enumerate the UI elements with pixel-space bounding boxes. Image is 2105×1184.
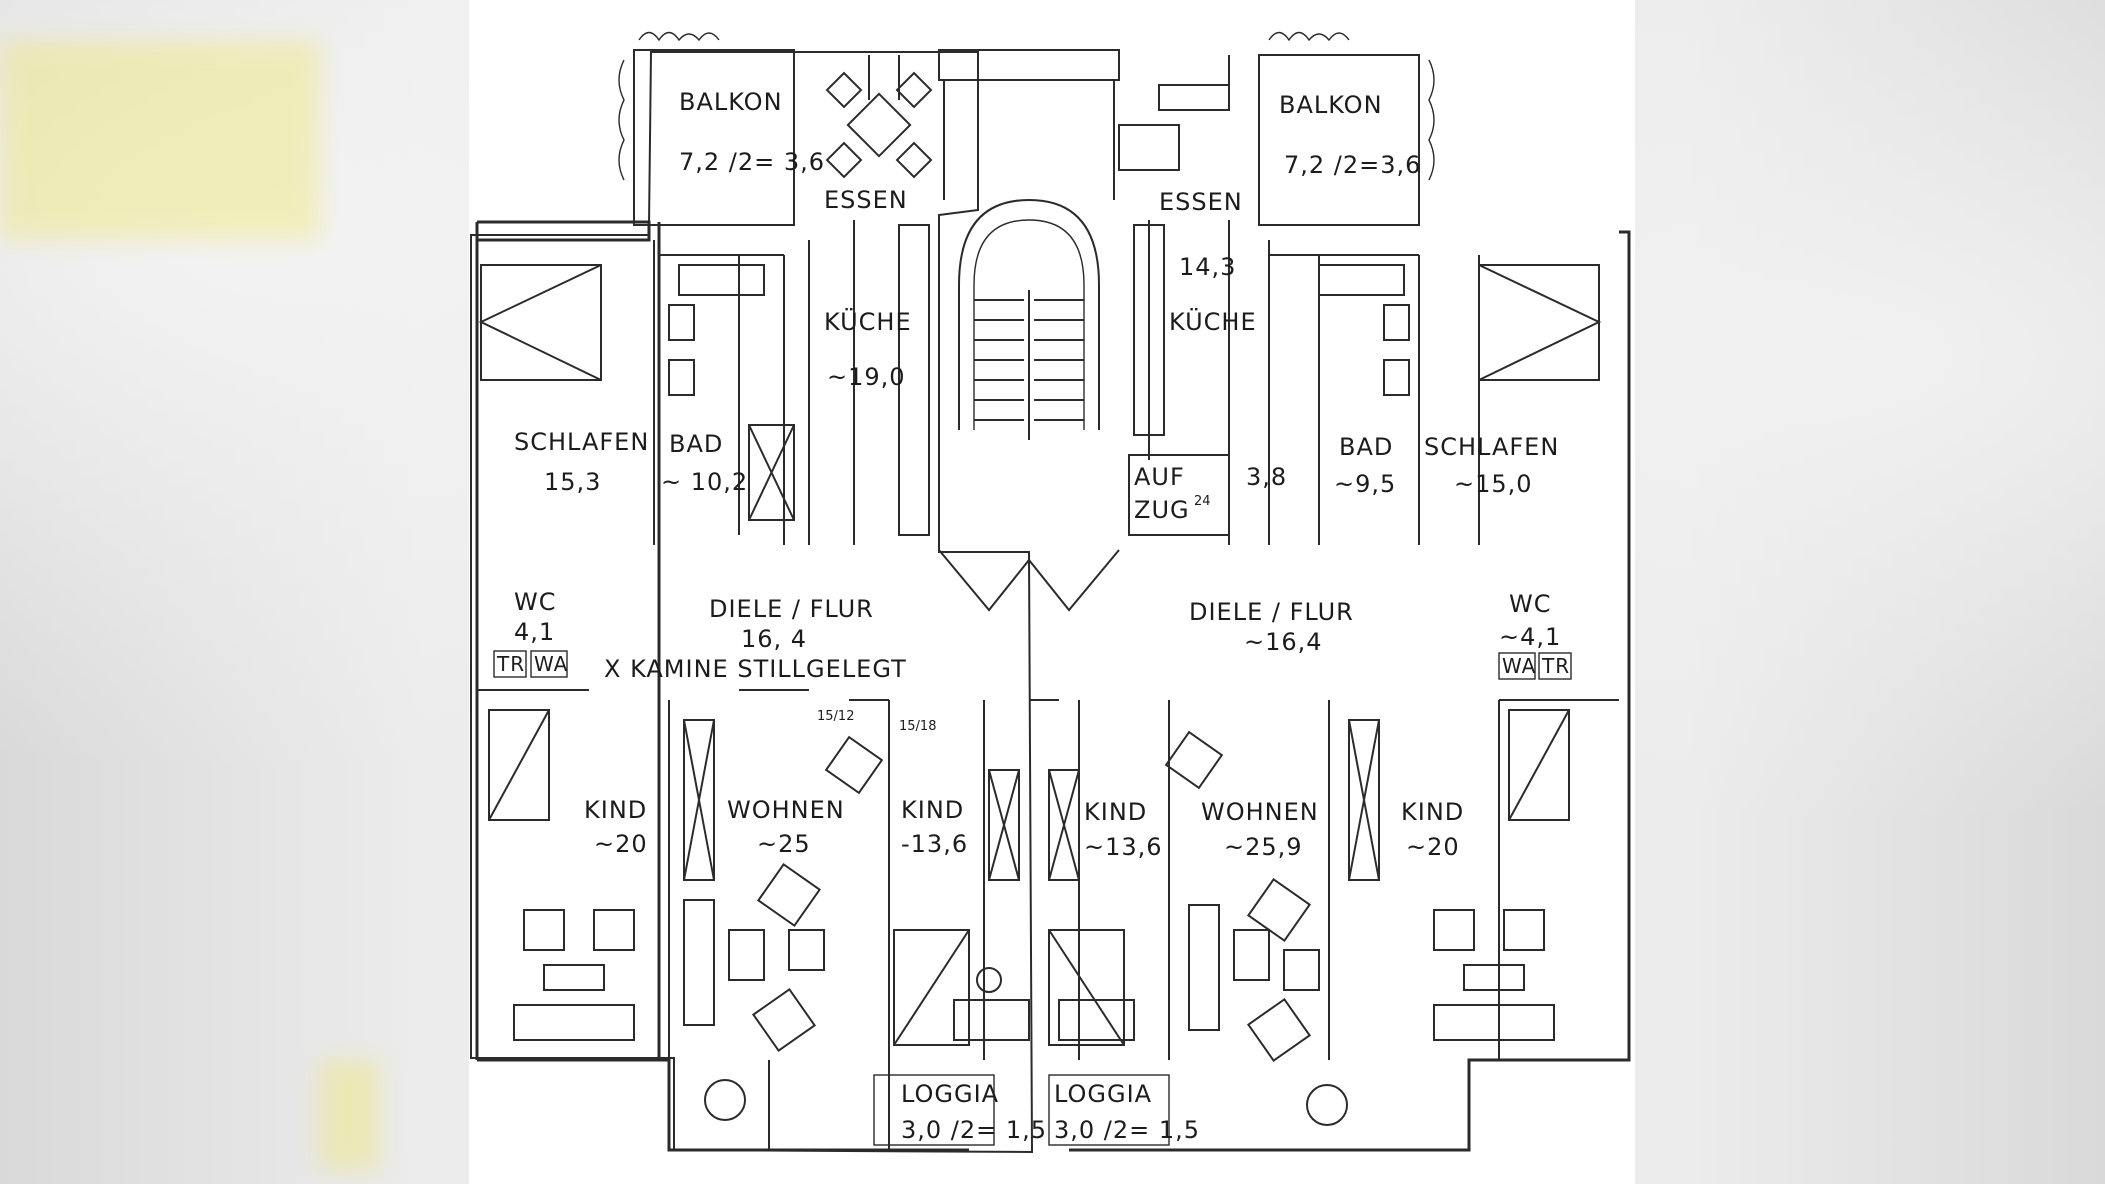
right-kind2-label: KIND bbox=[1401, 798, 1464, 826]
left-tr-box bbox=[493, 650, 527, 678]
right-loggia-area: 3,0 /2= 1,5 bbox=[1054, 1116, 1200, 1144]
right-wohnen-area: ~25,9 bbox=[1224, 833, 1303, 861]
right-wc-label: WC bbox=[1509, 590, 1552, 618]
highlight-outline bbox=[470, 51, 1034, 1154]
left-loggia-area: 3,0 /2= 1,5 bbox=[901, 1116, 1047, 1144]
right-bad-area: ~9,5 bbox=[1334, 470, 1396, 498]
right-balkon-area: 7,2 /2=3,6 bbox=[1284, 151, 1421, 179]
left-kind1-label: KIND bbox=[584, 796, 647, 824]
right-tr-box bbox=[1538, 652, 1572, 680]
right-loggia-label: LOGGIA bbox=[1054, 1080, 1152, 1108]
right-aufzug-label2: ZUG bbox=[1134, 496, 1190, 524]
right-wa-label: WA bbox=[1502, 654, 1536, 678]
left-diele-label: DIELE / FLUR bbox=[709, 595, 874, 623]
right-kind1-label: KIND bbox=[1084, 798, 1147, 826]
right-schlafen-label: SCHLAFEN bbox=[1424, 433, 1559, 461]
left-wc-area: 4,1 bbox=[514, 618, 555, 646]
right-wa-box bbox=[1498, 652, 1536, 680]
left-tr-label: TR bbox=[496, 652, 525, 676]
left-kamine-note: X KAMINE STILLGELEGT bbox=[604, 655, 907, 683]
right-wc-area: ~4,1 bbox=[1499, 623, 1561, 651]
left-balkon-area: 7,2 /2= 3,6 bbox=[679, 148, 825, 176]
right-bad-label: BAD bbox=[1339, 433, 1393, 461]
right-kind2-area: ~20 bbox=[1406, 833, 1460, 861]
left-kind1-area: ~20 bbox=[594, 830, 648, 858]
right-vorraum-area: 3,8 bbox=[1246, 463, 1287, 491]
left-loggia-label: LOGGIA bbox=[901, 1080, 999, 1108]
left-mark-2: 15/18 bbox=[899, 719, 936, 734]
left-essen-label: ESSEN bbox=[824, 186, 908, 214]
stairwell bbox=[938, 49, 1120, 612]
left-wohnen-label: WOHNEN bbox=[727, 796, 845, 824]
left-schlafen-area: 15,3 bbox=[544, 468, 601, 496]
left-kueche-label: KÜCHE bbox=[824, 307, 912, 336]
left-diele-area: 16, 4 bbox=[741, 625, 807, 653]
right-kueche-label: KÜCHE bbox=[1169, 307, 1257, 336]
right-balkon-label: BALKON bbox=[1279, 91, 1383, 119]
right-kueche-area: 14,3 bbox=[1179, 253, 1236, 281]
balcony-shrubs bbox=[618, 31, 1435, 181]
left-wc-label: WC bbox=[514, 588, 557, 616]
left-mark-1: 15/12 bbox=[817, 709, 854, 724]
right-loggia-box bbox=[1048, 1074, 1170, 1146]
left-schlafen-label: SCHLAFEN bbox=[514, 428, 649, 456]
right-tr-label: TR bbox=[1541, 654, 1570, 678]
right-wohnen-label: WOHNEN bbox=[1201, 798, 1319, 826]
left-bad-area: ~ 10,2 bbox=[661, 468, 748, 496]
right-aufzug-sup: 24 bbox=[1194, 494, 1211, 509]
floor-plan: BALKON 7,2 /2= 3,6 ESSEN KÜCHE ~19,0 SCH… bbox=[470, 31, 1631, 1154]
right-diele-label: DIELE / FLUR bbox=[1189, 598, 1354, 626]
left-kind2-label: KIND bbox=[901, 796, 964, 824]
right-aufzug-label1: AUF bbox=[1134, 463, 1185, 491]
blurred-highlight-left-bottom bbox=[320, 1060, 380, 1170]
left-kueche-area: ~19,0 bbox=[827, 363, 906, 391]
left-kind2-area: -13,6 bbox=[901, 830, 968, 858]
left-bad-label: BAD bbox=[669, 430, 723, 458]
right-diele-area: ~16,4 bbox=[1244, 628, 1323, 656]
left-loggia-box bbox=[873, 1074, 995, 1146]
left-wa-label: WA bbox=[534, 652, 568, 676]
fixtures bbox=[478, 71, 1602, 1126]
floor-plan-sheet: BALKON 7,2 /2= 3,6 ESSEN KÜCHE ~19,0 SCH… bbox=[469, 0, 1635, 1184]
blurred-highlight-left bbox=[0, 40, 320, 240]
left-wohnen-area: ~25 bbox=[757, 830, 811, 858]
right-essen-label: ESSEN bbox=[1159, 188, 1243, 216]
left-balkon-label: BALKON bbox=[679, 88, 783, 116]
left-wa-box bbox=[530, 650, 568, 678]
right-kind1-area: ~13,6 bbox=[1084, 833, 1163, 861]
right-schlafen-area: ~15,0 bbox=[1454, 470, 1533, 498]
